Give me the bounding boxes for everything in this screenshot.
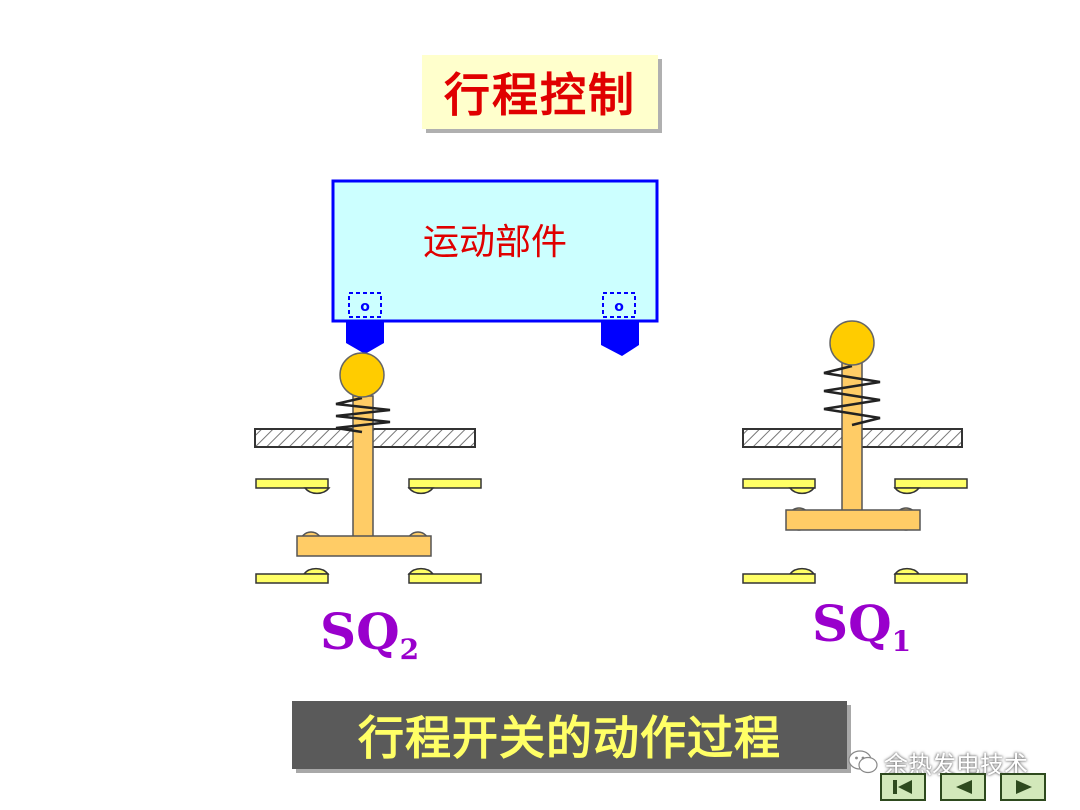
sq1-label-sub: 1 bbox=[891, 625, 912, 658]
moving-part-label: 运动部件 bbox=[423, 222, 567, 263]
next-icon bbox=[1016, 780, 1032, 794]
switch-sq1 bbox=[742, 320, 968, 584]
sq2-label-sub: 2 bbox=[399, 633, 420, 666]
first-slide-button[interactable] bbox=[880, 773, 926, 801]
skip-to-first-icon bbox=[893, 780, 912, 794]
page-title: 行程控制 bbox=[444, 68, 636, 122]
switch-sq2 bbox=[254, 352, 482, 584]
caption-box: 行程开关的动作过程 bbox=[292, 701, 847, 769]
svg-text:o: o bbox=[360, 299, 370, 315]
sq2-label: SQ2 bbox=[320, 602, 419, 666]
title-box: 行程控制 bbox=[422, 55, 658, 129]
previous-slide-button[interactable] bbox=[940, 773, 986, 801]
sq1-label: SQ1 bbox=[812, 594, 911, 658]
sq1-label-main: SQ bbox=[812, 594, 892, 653]
svg-text:o: o bbox=[614, 299, 624, 315]
previous-icon bbox=[956, 780, 972, 794]
next-slide-button[interactable] bbox=[1000, 773, 1046, 801]
moving-part: 运动部件 o o bbox=[331, 179, 659, 356]
stop-block-right: o bbox=[601, 292, 639, 356]
wechat-icon bbox=[848, 750, 878, 774]
caption-text: 行程开关的动作过程 bbox=[358, 711, 781, 765]
stop-block-left: o bbox=[346, 292, 384, 354]
sq2-label-main: SQ bbox=[320, 602, 400, 661]
